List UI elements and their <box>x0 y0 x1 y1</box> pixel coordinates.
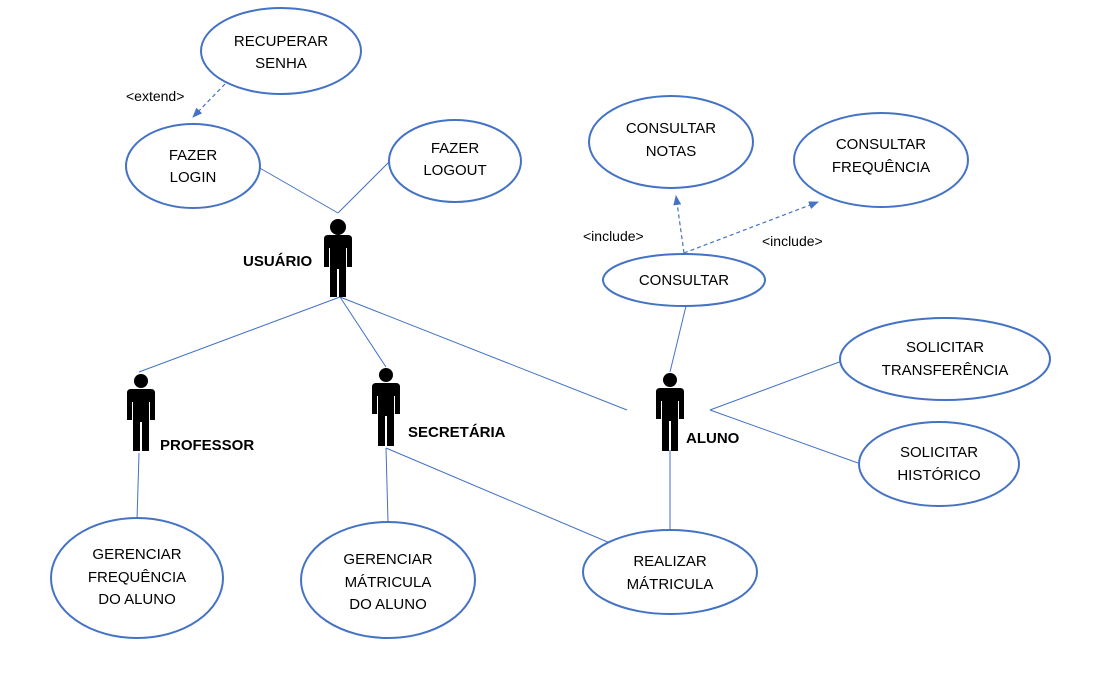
use-case-label-line: MÁTRICULA <box>345 574 432 591</box>
use-case-gerenciar-frequencia[interactable]: GERENCIAR FREQUÊNCIA DO ALUNO <box>50 517 224 639</box>
use-case-solicitar-transferencia[interactable]: SOLICITAR TRANSFERÊNCIA <box>839 317 1051 401</box>
use-case-consultar-frequencia[interactable]: CONSULTAR FREQUÊNCIA <box>793 112 969 208</box>
include-frequencia-label: <include> <box>762 233 823 249</box>
use-case-label-line: CONSULTAR <box>639 272 729 289</box>
use-case-label-line: NOTAS <box>646 143 697 160</box>
actor-label-professor: PROFESSOR <box>160 437 254 454</box>
assoc-aluno-consultar <box>669 305 687 373</box>
use-case-consultar-notas[interactable]: CONSULTAR NOTAS <box>588 95 754 189</box>
actor-professor[interactable] <box>127 374 155 451</box>
use-case-label-line: FAZER <box>169 147 218 164</box>
use-case-fazer-logout[interactable]: FAZER LOGOUT <box>388 119 522 203</box>
use-case-realizar-matricula[interactable]: REALIZAR MÁTRICULA <box>582 529 758 615</box>
assoc-usuario-login <box>257 166 339 214</box>
use-case-label-line: DO ALUNO <box>349 596 427 613</box>
use-case-consultar[interactable]: CONSULTAR <box>602 253 766 307</box>
use-case-label-line: CONSULTAR <box>836 136 926 153</box>
assoc-aluno-transferencia <box>709 360 843 411</box>
generalization-aluno <box>339 296 628 411</box>
use-case-label-line: SOLICITAR <box>900 444 978 461</box>
use-case-label-line: REALIZAR <box>633 553 707 570</box>
include-frequencia-arrow <box>683 201 819 254</box>
extend-arrow <box>192 83 226 118</box>
assoc-usuario-logout <box>337 161 390 214</box>
use-case-label-line: CONSULTAR <box>626 120 716 137</box>
use-case-label-line: DO ALUNO <box>98 591 176 608</box>
assoc-secretaria-realizar-matricula <box>385 447 611 544</box>
use-case-label-line: FAZER <box>431 140 480 157</box>
associations <box>136 161 859 544</box>
assoc-secretaria-gerenciar-matricula <box>385 447 389 523</box>
dependencies <box>192 83 819 254</box>
use-case-label-line: FREQUÊNCIA <box>832 159 930 176</box>
use-case-label-line: TRANSFERÊNCIA <box>882 362 1009 379</box>
use-case-label-line: MÁTRICULA <box>627 576 714 593</box>
extend-label: <extend> <box>126 88 184 104</box>
use-case-label-line: LOGOUT <box>423 162 486 179</box>
use-case-label-line: GERENCIAR <box>343 551 432 568</box>
generalization-professor <box>138 296 341 373</box>
actor-secretaria[interactable] <box>372 368 400 446</box>
person-icon <box>127 374 155 451</box>
assoc-aluno-historico <box>709 409 859 464</box>
use-case-gerenciar-matricula[interactable]: GERENCIAR MÁTRICULA DO ALUNO <box>300 521 476 639</box>
include-notas-label: <include> <box>583 228 644 244</box>
use-case-label-line: FREQUÊNCIA <box>88 569 186 586</box>
assoc-professor-gerenciar-frequencia <box>136 452 140 521</box>
person-icon <box>324 219 352 297</box>
person-icon <box>372 368 400 446</box>
use-case-solicitar-historico[interactable]: SOLICITAR HISTÓRICO <box>858 421 1020 507</box>
use-case-label-line: SOLICITAR <box>906 339 984 356</box>
use-case-label-line: SENHA <box>255 55 307 72</box>
actor-label-usuario: USUÁRIO <box>243 253 313 270</box>
use-case-label-line: GERENCIAR <box>92 546 181 563</box>
actor-usuario[interactable] <box>324 219 352 297</box>
use-case-label-line: RECUPERAR <box>234 33 328 50</box>
use-case-fazer-login[interactable]: FAZER LOGIN <box>125 123 261 209</box>
use-case-recuperar-senha[interactable]: RECUPERAR SENHA <box>200 7 362 95</box>
actor-label-secretaria: SECRETÁRIA <box>408 424 506 441</box>
use-case-label-line: LOGIN <box>170 169 217 186</box>
include-notas-arrow <box>673 195 685 254</box>
use-case-label-line: HISTÓRICO <box>897 467 980 484</box>
actor-label-aluno: ALUNO <box>686 430 740 447</box>
generalization-secretaria <box>339 296 387 368</box>
person-icon <box>656 373 684 451</box>
actor-aluno[interactable] <box>656 373 684 451</box>
